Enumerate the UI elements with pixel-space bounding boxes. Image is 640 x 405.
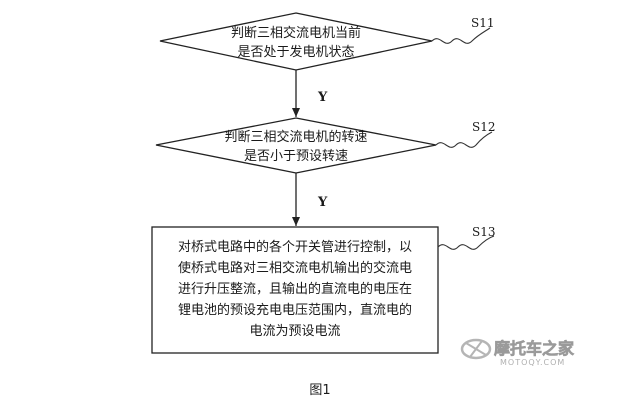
s13-leader-line bbox=[437, 235, 495, 250]
motorcycle-logo-icon bbox=[460, 338, 492, 360]
decision-s11: 判断三相交流电机当前 是否处于发电机状态 bbox=[159, 12, 433, 71]
decision-s12-diamond bbox=[155, 117, 437, 174]
process-s13-box bbox=[151, 226, 439, 354]
watermark-text: 摩托车之家 bbox=[494, 339, 575, 358]
s13-step-label: S13 bbox=[472, 225, 496, 239]
watermark: 摩托车之家 MOTOQY.COM bbox=[460, 338, 575, 367]
decision-s11-line-1: 判断三相交流电机当前 bbox=[231, 25, 361, 41]
s11-step-label: S11 bbox=[471, 16, 495, 30]
s12-leader-line bbox=[435, 131, 493, 148]
process-s13-line-3: 进行升压整流，且输出的直流电的电压在 bbox=[178, 281, 412, 297]
figure-caption: 图1 bbox=[309, 383, 330, 398]
process-s13-line-2: 使桥式电路对三相交流电机输出的交流电 bbox=[178, 260, 412, 276]
process-s13-line-1: 对桥式电路中的各个开关管进行控制，以 bbox=[178, 239, 412, 255]
decision-s12-line-1: 判断三相交流电机的转速 bbox=[224, 129, 367, 145]
process-s13-line-5: 电流为预设电流 bbox=[249, 324, 340, 339]
decision-s11-line-2: 是否处于发电机状态 bbox=[237, 44, 354, 60]
s11-leader-line bbox=[431, 27, 491, 44]
process-s13: 对桥式电路中的各个开关管进行控制，以 使桥式电路对三相交流电机输出的交流电 进行… bbox=[151, 226, 439, 354]
decision-s12: 判断三相交流电机的转速 是否小于预设转速 bbox=[155, 117, 437, 174]
edge-s11-to-s12-label: Y bbox=[317, 90, 328, 105]
s12-step-label: S12 bbox=[472, 120, 496, 134]
decision-s12-line-2: 是否小于预设转速 bbox=[244, 149, 348, 164]
watermark-url: MOTOQY.COM bbox=[500, 358, 565, 367]
process-s13-line-4: 锂电池的预设充电电压范围内，直流电的 bbox=[178, 302, 412, 318]
edge-s12-to-s13-label: Y bbox=[317, 195, 328, 210]
decision-s11-diamond bbox=[159, 12, 433, 71]
